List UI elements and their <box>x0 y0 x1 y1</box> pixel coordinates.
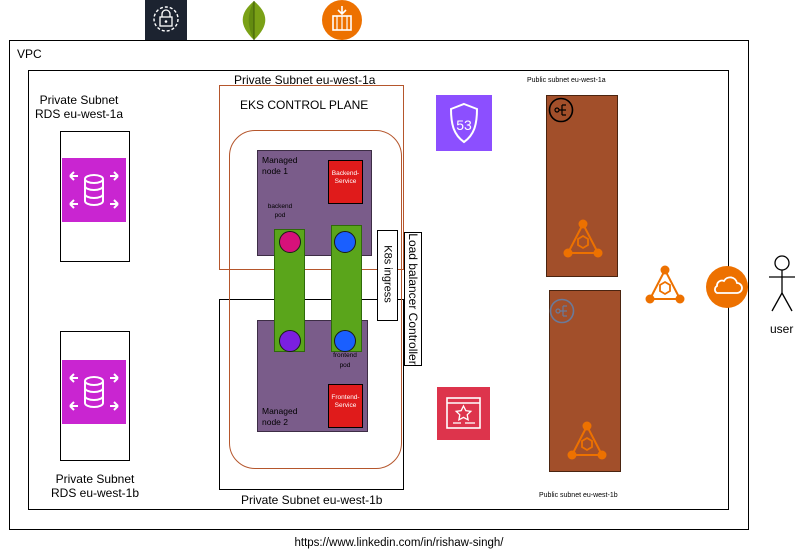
backend-service-line1: Backend- <box>331 170 360 177</box>
public-subnet-1b <box>549 290 621 472</box>
internet-cloud-icon[interactable] <box>705 265 749 309</box>
user-label: user <box>770 322 794 336</box>
backend-pod-line2: pod <box>274 212 286 219</box>
frontend-pod-top-circle <box>334 231 356 253</box>
rds-subnet-1b-label: Private Subnet RDS eu-west-1b <box>36 472 154 500</box>
elb-icon[interactable] <box>564 420 610 462</box>
user-icon[interactable] <box>767 255 797 315</box>
rds-icon[interactable] <box>62 158 126 222</box>
lb-controller[interactable] <box>404 232 422 366</box>
backend-pod-label: backend pod <box>262 202 298 220</box>
private-subnet-1a-box <box>219 85 404 270</box>
route53-icon[interactable]: 53 <box>436 95 492 151</box>
frontend-service-line2: Service <box>334 402 357 409</box>
managed-node-2-label: Managed node 2 <box>262 406 297 428</box>
nlb-icon[interactable] <box>548 97 574 123</box>
frontend-pod-line2: pod <box>339 362 351 369</box>
elb-icon[interactable] <box>560 218 606 260</box>
mongodb-leaf-icon <box>233 0 275 40</box>
frontend-pod-bottom-circle <box>334 330 356 352</box>
eks-cluster-boundary <box>229 130 402 469</box>
managed-node-1-label: Managed node 1 <box>262 155 297 177</box>
ecr-container-icon <box>321 0 363 40</box>
frontend-pod-label: frontend pod <box>327 351 363 371</box>
backend-service[interactable]: Backend- Service <box>328 160 363 204</box>
route53-label: 53 <box>456 117 472 133</box>
k8s-ingress[interactable] <box>377 230 398 321</box>
backend-pod-bottom-circle <box>279 330 301 352</box>
rds-subnet-1b-line2: RDS eu-west-1b <box>50 486 140 500</box>
backend-service-line2: Service <box>334 178 357 185</box>
frontend-service[interactable]: Frontend- Service <box>328 384 363 428</box>
rds-subnet-1b-line1: Private Subnet <box>55 472 135 486</box>
private-subnet-1a-label: Private Subnet eu-west-1a <box>234 73 376 87</box>
rds-icon[interactable] <box>62 360 126 424</box>
managed-node-2-line2: node 2 <box>262 417 288 427</box>
managed-node-1-line1: Managed <box>262 155 298 165</box>
private-subnet-1b-box <box>219 299 404 490</box>
vpc-boundary <box>9 40 749 530</box>
k8s-ingress-label: K8s ingress <box>381 245 394 303</box>
vpc-label: VPC <box>17 47 42 61</box>
managed-node-2-line1: Managed <box>262 406 298 416</box>
backend-pod-line1: backend <box>267 203 293 210</box>
rds-subnet-1a-line1: Private Subnet <box>39 93 119 107</box>
managed-node-1-line2: node 1 <box>262 166 288 176</box>
backend-pod-top-circle <box>279 231 301 253</box>
elb-icon[interactable] <box>642 264 688 306</box>
eks-control-plane-label: EKS CONTROL PLANE <box>240 98 369 112</box>
frontend-pod-line1: frontend <box>333 352 357 359</box>
public-subnet-1b-label: Public subnet eu-west-1b <box>539 492 618 499</box>
nlb-icon[interactable] <box>549 298 575 324</box>
lb-controller-label: Load balancer Controller <box>406 233 420 365</box>
acm-certificate-icon[interactable] <box>437 387 490 440</box>
secrets-manager-icon <box>145 0 187 40</box>
private-subnet-1b-label: Private Subnet eu-west-1b <box>241 493 383 507</box>
rds-subnet-1a-line2: RDS eu-west-1a <box>34 107 124 121</box>
rds-subnet-1a-label: Private Subnet RDS eu-west-1a <box>20 93 138 121</box>
frontend-service-line1: Frontend- <box>331 394 360 401</box>
footer-url[interactable]: https://www.linkedin.com/in/rishaw-singh… <box>294 537 504 549</box>
public-subnet-1a-label: Public subnet eu-west-1a <box>527 77 606 84</box>
